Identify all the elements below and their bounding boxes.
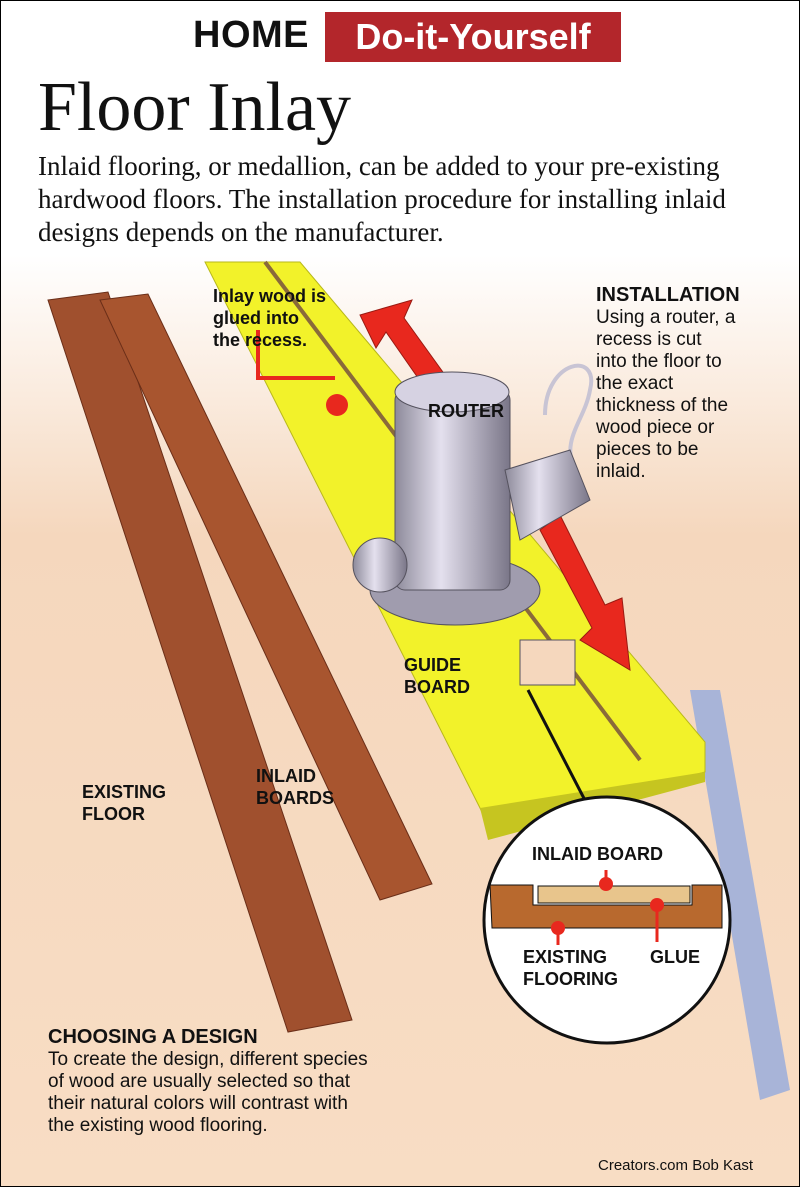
design-heading: CHOOSING A DESIGN [48, 1026, 258, 1048]
label-line: EXISTING [523, 947, 608, 967]
text-line: into the floor to [596, 351, 722, 372]
label-line: INLAID [256, 766, 316, 786]
text-line: their natural colors will contrast with [48, 1093, 348, 1114]
text-line: Using a router, a [596, 307, 736, 328]
callout-dot [326, 394, 348, 416]
credit: Creators.com Bob Kast [598, 1157, 754, 1174]
inlay-glued-label: Inlay wood is glued into the recess. [213, 285, 326, 351]
arrow-down [539, 514, 631, 671]
label-line: Inlay wood is [213, 286, 327, 306]
intro-text: Inlaid flooring, or medallion, can be ad… [38, 151, 726, 247]
detail-existing-flooring-label: EXISTING FLOORING [523, 946, 618, 990]
existing-floor-label: EXISTING FLOOR [82, 781, 166, 825]
detail-floor [489, 884, 723, 929]
text-line: pieces to be [596, 439, 699, 460]
label-line: FLOOR [82, 804, 145, 824]
label-line: FLOORING [523, 969, 618, 989]
detail-inlaid-board [537, 885, 691, 904]
page-title: Floor Inlay [38, 69, 352, 146]
label-line: GUIDE [404, 655, 462, 675]
router-cutout [519, 639, 576, 686]
inlaid-board [99, 293, 433, 901]
label-line: the recess. [213, 330, 308, 350]
installation-text: Using a router, a recess is cut into the… [596, 307, 740, 483]
router-cord [543, 363, 594, 471]
text-line: recess is cut [596, 329, 702, 350]
floor-gap-strip [690, 690, 790, 1100]
guide-board-label: GUIDE BOARD [404, 654, 470, 698]
text-line: thickness of the [596, 395, 729, 416]
router-top [394, 371, 510, 413]
label-line: BOARDS [256, 788, 335, 808]
label-line: EXISTING [82, 782, 167, 802]
design-section: CHOOSING A DESIGN To create the design, … [48, 1026, 368, 1137]
installation-heading: INSTALLATION [596, 284, 740, 306]
router-knob [352, 537, 408, 593]
text-line: wood piece or [596, 417, 715, 438]
text-line: To create the design, different species [48, 1049, 368, 1070]
router-label: ROUTER [428, 401, 504, 421]
detail-glue-label: GLUE [650, 947, 701, 967]
banner: Do-it-Yourself [325, 12, 621, 62]
label-line: BOARD [404, 677, 470, 697]
text-line: the exact [596, 373, 674, 394]
router-handle-right [504, 449, 591, 541]
detail-pointer [526, 689, 592, 811]
installation-section: INSTALLATION Using a router, a recess is… [596, 284, 740, 483]
detail-inlaid-board-label: INLAID BOARD [532, 844, 663, 864]
text-line: the existing wood flooring. [48, 1115, 268, 1136]
text-line: of wood are usually selected so that [48, 1071, 351, 1092]
text-line: inlaid. [596, 461, 646, 482]
design-text: To create the design, different species … [48, 1049, 368, 1137]
callout-line [256, 330, 335, 380]
existing-floor-board [47, 291, 353, 1033]
section-label: HOME [193, 14, 309, 56]
inlaid-boards-label: INLAID BOARDS [256, 765, 334, 809]
label-line: glued into [213, 308, 299, 328]
